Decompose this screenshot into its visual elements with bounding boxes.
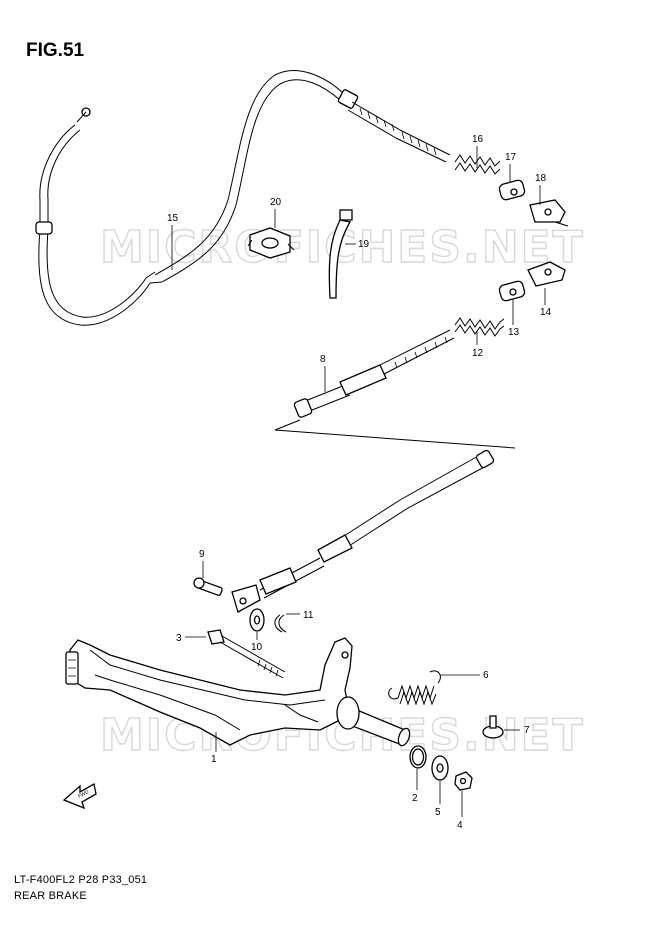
callout-6: 6 — [483, 670, 489, 681]
part-9-clevis-pin: 9 — [193, 549, 223, 596]
callout-18: 18 — [535, 173, 547, 184]
part-5-washer: 5 — [431, 755, 449, 818]
part-18-bracket: 18 — [529, 173, 569, 227]
callout-17: 17 — [505, 152, 517, 163]
fwd-arrow-icon: FWD — [62, 782, 97, 810]
part-4-nut: 4 — [454, 771, 473, 831]
callout-19: 19 — [358, 239, 370, 250]
callout-12: 12 — [472, 348, 484, 359]
part-16-spring: 16 — [454, 134, 501, 175]
part-15-brake-cable-upper: 15 — [35, 70, 451, 326]
section-name: REAR BRAKE — [14, 890, 87, 902]
part-10-washer: 10 — [249, 608, 265, 653]
figure-title: FIG.51 — [26, 40, 85, 61]
part-20-clamp: 20 — [247, 197, 295, 259]
callout-11: 11 — [303, 610, 314, 621]
part-17-joint: 17 — [498, 152, 526, 201]
part-11-cotter-pin: 11 — [274, 610, 314, 633]
part-6-return-spring: 6 — [388, 670, 489, 706]
callout-9: 9 — [199, 549, 205, 560]
callout-14: 14 — [540, 307, 552, 318]
callout-2: 2 — [412, 793, 418, 804]
part-8-brake-cable-lower: 8 — [231, 329, 516, 613]
part-1-brake-pedal: 1 — [65, 637, 411, 765]
thread-rod-15 — [359, 107, 437, 156]
part-13-joint: 13 — [498, 280, 526, 338]
callout-15: 15 — [167, 213, 179, 224]
callout-7: 7 — [524, 725, 530, 736]
callout-16: 16 — [472, 134, 484, 145]
callout-13: 13 — [508, 327, 520, 338]
part-7-bolt: 7 — [482, 715, 530, 739]
model-code: LT-F400FL2 P28 P33_051 — [14, 874, 148, 886]
callout-5: 5 — [435, 807, 441, 818]
callout-4: 4 — [457, 820, 463, 831]
callout-10: 10 — [251, 642, 263, 653]
callout-1: 1 — [211, 754, 217, 765]
callout-8: 8 — [320, 354, 326, 365]
callout-20: 20 — [270, 197, 282, 208]
part-12-spring: 12 — [454, 317, 505, 359]
part-14-bracket: 14 — [527, 261, 566, 318]
callout-3: 3 — [176, 633, 182, 644]
fwd-label: FWD — [77, 789, 90, 800]
part-3-bolt: 3 — [176, 629, 286, 679]
part-19-tie-band: 19 — [328, 209, 370, 299]
part-2-o-ring: 2 — [409, 745, 427, 804]
